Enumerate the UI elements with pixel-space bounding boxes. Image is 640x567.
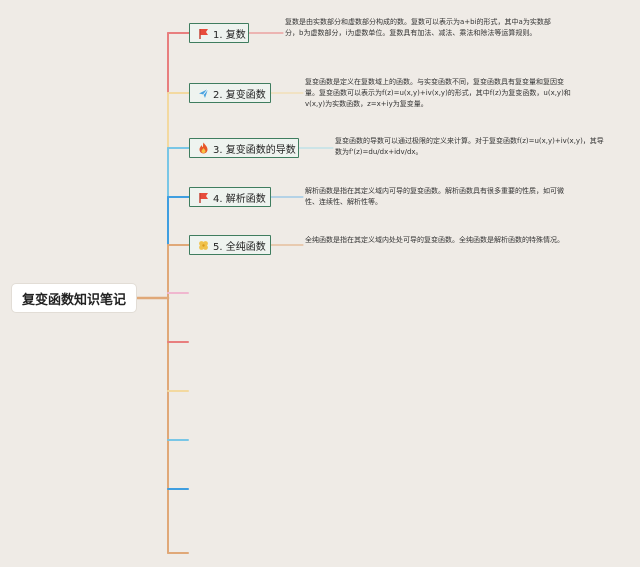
topic-node-analytic-function[interactable]: 4. 解析函数 [189,187,271,207]
topic-label: 3. 复变函数的导数 [213,144,296,156]
red-flag-icon [198,191,209,203]
topic-desc-complex-function: 复变函数是定义在复数域上的函数。与实变函数不同，复变函数具有复变量和复因变量。复… [305,78,571,108]
fire-icon [198,142,209,154]
topic-label: 5. 全纯函数 [213,241,266,253]
topic-node-derivative[interactable]: 3. 复变函数的导数 [189,138,299,158]
topic-desc-analytic-function: 解析函数是指在其定义域内可导的复变函数。解析函数具有很多重要的性质，如可微性、连… [305,187,564,206]
topic-desc-complex-number: 复数是由实数部分和虚数部分构成的数。复数可以表示为a+bi的形式，其中a为实数部… [285,18,551,37]
paper-plane-icon [198,87,209,99]
red-flag-icon [198,27,209,39]
topic-node-complex-number[interactable]: 1. 复数 [189,23,249,43]
root-node[interactable]: 复变函数知识笔记 [12,284,136,312]
topic-label: 2. 复变函数 [213,89,266,101]
topic-label: 4. 解析函数 [213,193,266,205]
clover-icon [198,239,209,251]
topic-label: 1. 复数 [213,29,246,41]
topic-node-holomorphic-function[interactable]: 5. 全纯函数 [189,235,271,255]
topic-desc-holomorphic-function: 全纯函数是指在其定义域内处处可导的复变函数。全纯函数是解析函数的特殊情况。 [305,236,564,244]
topic-node-complex-function[interactable]: 2. 复变函数 [189,83,271,103]
topic-desc-derivative: 复变函数的导数可以通过极限的定义来计算。对于复变函数f(z)=u(x,y)+iv… [335,137,604,156]
